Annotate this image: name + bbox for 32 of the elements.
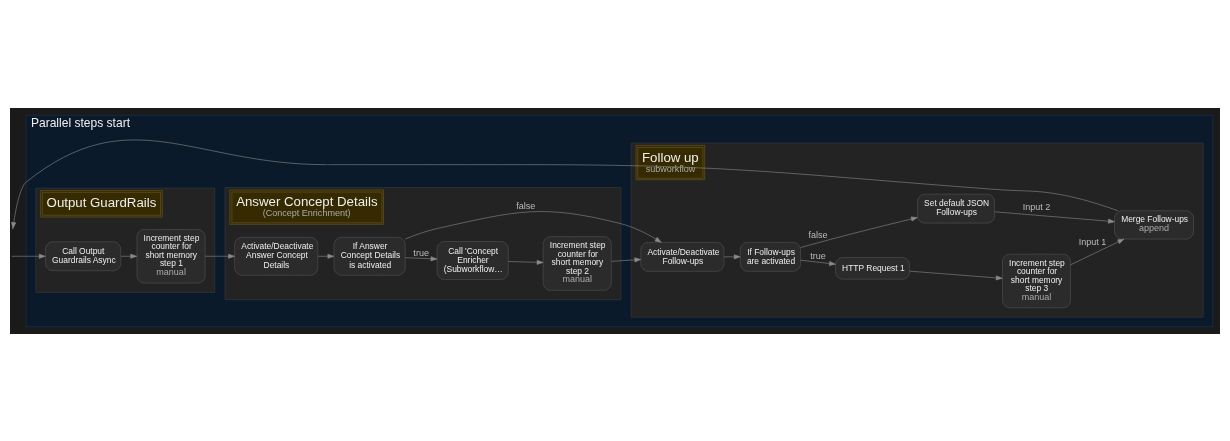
node-box: Increment step counter for short memory step 2 manual [542,235,612,291]
edge-label: true [413,247,429,258]
edge-label: Input 1 [1078,236,1107,247]
arrow [909,270,1003,280]
arrow [12,253,46,259]
arrow [404,255,438,261]
arrow [204,253,235,259]
node-box: Merge Follow-ups append [1114,209,1194,239]
node-box: Call Output Guardrails Async [45,241,122,271]
node-box: Increment step counter for short memory step 3 manual [1002,253,1071,308]
edge-label: Input 2 [1022,201,1051,212]
node-box: Activate/Deactivate Follow-ups [640,241,725,272]
node-box: Set default JSON Follow-ups [917,193,995,223]
node-box: Call 'Concept Enricher (Subworkflow… [436,240,509,280]
node-box: Increment step counter for short memory step 1 manual [136,228,206,283]
node-box: If Follow-ups are activated [739,241,801,272]
arrow [994,211,1115,224]
arrow [1070,238,1125,265]
node-box: Activate/Deactivate Answer Concept Details [234,236,319,276]
arrow [120,253,138,259]
edge-label: false [808,229,828,240]
arrow [404,210,662,243]
arrow [317,253,335,259]
arrow [800,259,836,266]
node-box: HTTP Request 1 [835,256,910,279]
arrow [507,259,544,265]
arrow [723,253,741,259]
arrow [800,216,918,248]
edge-label: false [516,200,536,211]
edge-label: true [810,250,826,261]
arrow [611,256,642,262]
node-box: If Answer Concept Details is activated [333,236,406,276]
